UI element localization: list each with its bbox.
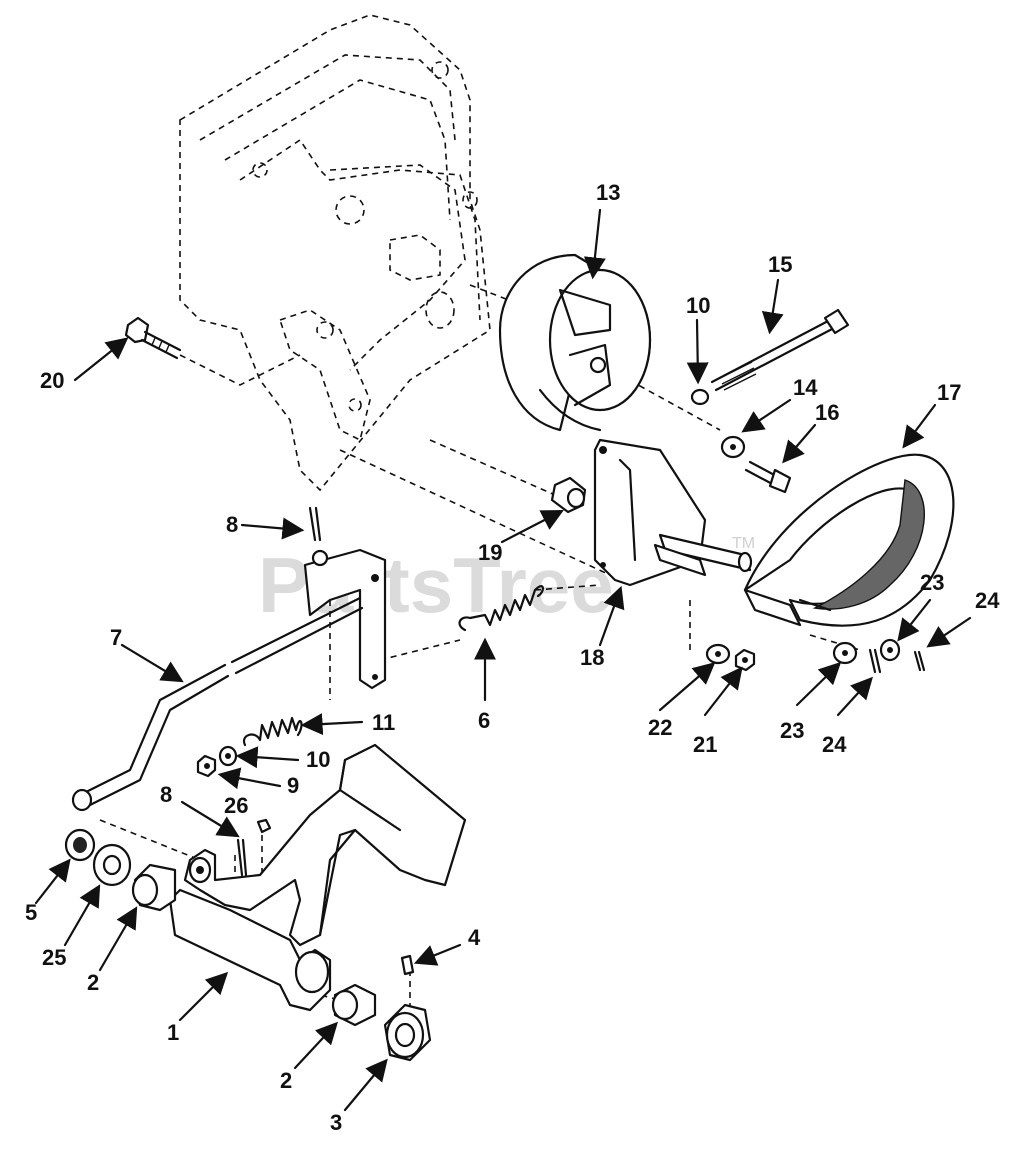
washer-10-lower (218, 745, 238, 767)
callout-14: 14 (793, 375, 818, 400)
bolt-20 (124, 316, 182, 360)
washer-25 (92, 843, 132, 887)
callout-11: 11 (372, 710, 395, 735)
pulley-13 (498, 253, 652, 432)
callout-24-lower: 24 (822, 732, 847, 757)
bracket-18 (593, 438, 753, 587)
callout-24-upper: 24 (975, 588, 1000, 613)
nut-9 (196, 754, 217, 778)
leader-arrows (34, 208, 972, 1112)
callout-6: 6 (478, 708, 490, 733)
spring-6 (458, 585, 544, 632)
callout-13: 13 (596, 180, 620, 205)
callout-17: 17 (937, 380, 961, 405)
callout-2-right: 2 (280, 1068, 292, 1093)
svg-text:TM: TM (732, 535, 755, 552)
callout-19: 19 (478, 540, 502, 565)
callout-18: 18 (580, 645, 604, 670)
rod-7 (71, 596, 364, 812)
cotter-pin-24-lower (868, 648, 882, 674)
spacer-19 (550, 476, 587, 514)
washer-23-lower (832, 641, 858, 665)
brake-band-17 (743, 453, 955, 627)
washer-14-and-bolt-16 (720, 435, 792, 494)
callout-7: 7 (110, 625, 122, 650)
callout-8-upper: 8 (226, 512, 238, 537)
callout-22: 22 (648, 715, 672, 740)
cotter-pin-8-upper (308, 506, 329, 567)
callout-10-lower: 10 (306, 747, 330, 772)
callout-2-left: 2 (87, 970, 99, 995)
callout-3: 3 (330, 1110, 342, 1135)
callout-26: 26 (224, 793, 248, 818)
lever-arm (303, 548, 387, 690)
engine-outline (179, 14, 491, 492)
callout-15: 15 (768, 252, 792, 277)
bushing-5 (64, 828, 96, 862)
cotter-pin-24-upper (913, 650, 926, 672)
callout-10-upper: 10 (686, 293, 710, 318)
callout-1: 1 (167, 1020, 179, 1045)
collar-3 (383, 1003, 432, 1062)
callout-labels: 13 15 10 14 16 17 20 8 19 18 7 6 11 10 9… (25, 180, 1000, 1135)
set-screw-4 (400, 954, 415, 976)
alignment-lines (99, 284, 861, 1010)
spring-11 (242, 716, 303, 747)
nut-21 (734, 648, 756, 672)
callout-8-lower: 8 (160, 782, 172, 807)
bushing-2-left (131, 863, 177, 912)
callout-4: 4 (468, 925, 481, 950)
callout-9: 9 (287, 773, 299, 798)
callout-5: 5 (25, 900, 37, 925)
washer-23-upper (879, 638, 901, 662)
washer-10-upper (690, 388, 710, 406)
callout-23-upper: 23 (920, 570, 944, 595)
callout-21: 21 (693, 732, 717, 757)
callout-16: 16 (815, 400, 839, 425)
callout-23-lower: 23 (780, 718, 804, 743)
callout-25: 25 (42, 945, 66, 970)
bushing-2-right (331, 983, 377, 1027)
cotter-pin-8-lower (236, 838, 248, 877)
fitting-26 (256, 818, 272, 834)
pedal-arm-1 (168, 743, 467, 1012)
callout-20: 20 (40, 368, 64, 393)
bolt-15 (710, 308, 850, 392)
washer-22 (705, 643, 731, 665)
